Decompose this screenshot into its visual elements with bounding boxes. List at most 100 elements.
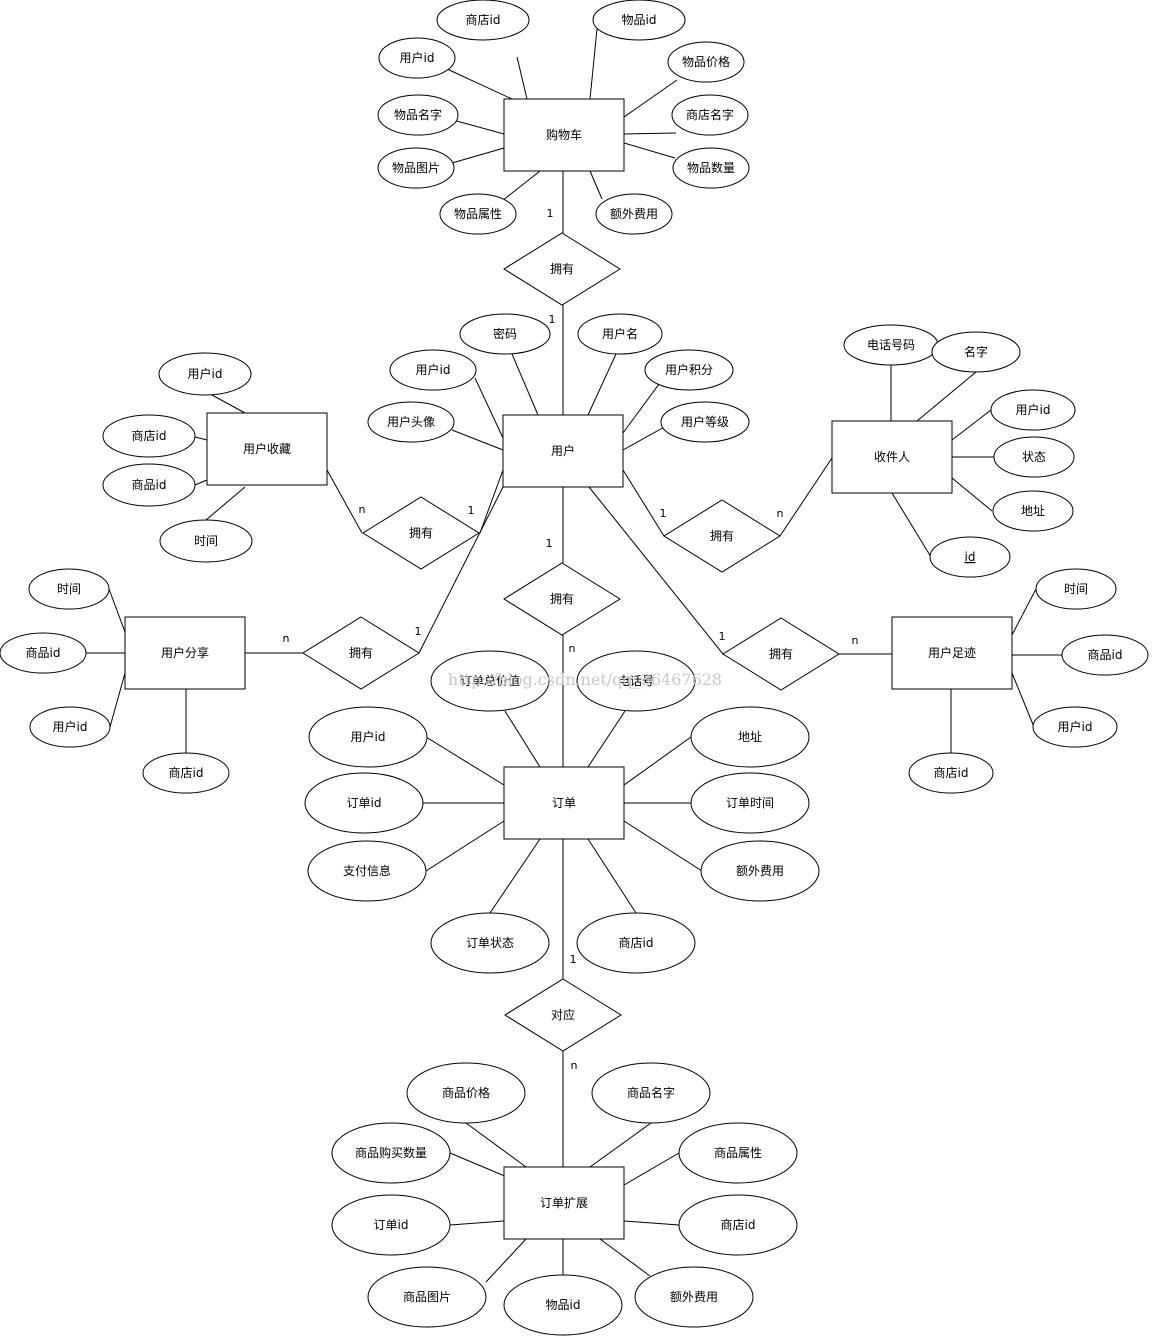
attribute-user_a1[interactable]: 密码	[459, 313, 551, 355]
attribute-foot_a4[interactable]: 商店id	[908, 752, 994, 794]
attribute-ext_a1[interactable]: 商品价格	[406, 1062, 526, 1124]
attribute-recv_a1[interactable]: 电话号码	[843, 324, 939, 366]
attribute-order_a4[interactable]: 地址	[690, 706, 810, 768]
connector-line	[587, 710, 626, 768]
entity-box	[503, 98, 625, 172]
attribute-share_a1[interactable]: 时间	[28, 568, 110, 610]
entity-cart[interactable]: 购物车	[503, 98, 625, 172]
attribute-user_a3[interactable]: 用户id	[389, 349, 477, 391]
attribute-order_a8[interactable]: 额外费用	[700, 840, 820, 902]
attribute-recv_a4[interactable]: 状态	[993, 436, 1075, 478]
attribute-fav_a2[interactable]: 商店id	[102, 414, 196, 458]
attribute-ellipse	[102, 414, 196, 458]
attribute-order_a2[interactable]: 电话号	[576, 650, 696, 712]
attribute-ext_a7[interactable]: 商品图片	[367, 1266, 487, 1328]
entity-fav[interactable]: 用户收藏	[206, 412, 328, 486]
attribute-cart_a9[interactable]: 物品属性	[439, 193, 517, 235]
connector-line	[588, 486, 724, 655]
connector-line	[623, 1220, 680, 1226]
entity-share[interactable]: 用户分享	[124, 616, 246, 690]
entity-recv[interactable]: 收件人	[831, 420, 953, 494]
attribute-label: 商品名字	[627, 1085, 675, 1100]
attribute-cart_a2[interactable]: 物品id	[592, 0, 686, 41]
attribute-label: 时间	[57, 582, 81, 596]
attribute-cart_a4[interactable]: 物品价格	[667, 41, 745, 83]
relationship-r_cart[interactable]: 拥有	[503, 232, 621, 306]
attribute-foot_a1[interactable]: 时间	[1035, 568, 1117, 610]
attribute-user_a6[interactable]: 用户等级	[660, 401, 750, 443]
attribute-ext_a5[interactable]: 订单id	[331, 1194, 451, 1256]
attribute-cart_a3[interactable]: 用户id	[378, 37, 456, 79]
attribute-cart_a5[interactable]: 物品名字	[377, 94, 459, 136]
attribute-order_a6[interactable]: 订单时间	[690, 772, 810, 834]
attribute-fav_a1[interactable]: 用户id	[158, 352, 252, 396]
attribute-label: 额外费用	[736, 864, 784, 878]
attribute-foot_a2[interactable]: 商品id	[1061, 634, 1149, 676]
relationship-r_ext[interactable]: 对应	[504, 978, 622, 1052]
attribute-user_a2[interactable]: 用户名	[577, 313, 663, 355]
attribute-ellipse	[908, 752, 994, 794]
attribute-cart_a6[interactable]: 商店名字	[671, 94, 749, 136]
connector-line	[622, 469, 665, 537]
attribute-user_a5[interactable]: 用户头像	[367, 401, 455, 443]
entity-ext[interactable]: 订单扩展	[503, 1166, 625, 1240]
attribute-recv_a2[interactable]: 名字	[931, 331, 1021, 373]
attribute-ellipse	[993, 436, 1075, 478]
relationship-r_fav[interactable]: 拥有	[362, 496, 480, 570]
attribute-ellipse	[304, 772, 424, 834]
attribute-ext_a8[interactable]: 物品id	[503, 1274, 623, 1336]
attribute-label: 用户id	[188, 366, 223, 381]
attribute-ext_a3[interactable]: 商品购买数量	[331, 1122, 451, 1184]
attribute-order_a10[interactable]: 商店id	[576, 912, 696, 974]
attribute-share_a2[interactable]: 商品id	[0, 632, 87, 674]
attribute-order_a7[interactable]: 支付信息	[307, 840, 427, 902]
relationship-r_foot[interactable]: 拥有	[722, 617, 840, 691]
cardinality-c13: 1	[570, 953, 577, 966]
attribute-order_a5[interactable]: 订单id	[304, 772, 424, 834]
attribute-ellipse	[672, 147, 750, 189]
attribute-foot_a3[interactable]: 用户id	[1032, 706, 1118, 748]
attribute-ext_a6[interactable]: 商店id	[678, 1194, 798, 1256]
attribute-cart_a10[interactable]: 额外费用	[595, 193, 673, 235]
attribute-fav_a4[interactable]: 时间	[159, 519, 253, 563]
attribute-share_a3[interactable]: 用户id	[29, 706, 111, 748]
attribute-recv_a5[interactable]: 地址	[992, 490, 1074, 532]
attribute-ext_a9[interactable]: 额外费用	[634, 1266, 754, 1328]
attribute-ellipse	[690, 706, 810, 768]
entity-order[interactable]: 订单	[503, 766, 625, 840]
attribute-cart_a1[interactable]: 商店id	[436, 0, 530, 41]
relationship-diamond	[722, 617, 840, 691]
attribute-ellipse	[159, 519, 253, 563]
attribute-share_a4[interactable]: 商店id	[142, 752, 230, 794]
attribute-cart_a8[interactable]: 物品数量	[672, 147, 750, 189]
relationship-r_order[interactable]: 拥有	[503, 562, 621, 636]
relationship-r_share[interactable]: 拥有	[302, 616, 420, 690]
attribute-ext_a2[interactable]: 商品名字	[591, 1062, 711, 1124]
entity-box	[206, 412, 328, 486]
connector-line	[779, 457, 833, 537]
entity-user[interactable]: 用户	[502, 414, 624, 488]
relationship-r_recv[interactable]: 拥有	[663, 499, 781, 573]
entity-label: 用户	[551, 443, 575, 458]
attribute-cart_a7[interactable]: 物品图片	[377, 147, 455, 189]
attribute-ext_a4[interactable]: 商品属性	[678, 1122, 798, 1184]
attribute-order_a3[interactable]: 用户id	[308, 706, 428, 768]
attribute-user_a4[interactable]: 用户积分	[644, 349, 734, 391]
connector-line	[501, 170, 541, 202]
attribute-fav_a3[interactable]: 商品id	[102, 463, 196, 507]
entity-label: 订单扩展	[540, 1196, 588, 1210]
attribute-ellipse	[1035, 568, 1117, 610]
attribute-ellipse	[929, 536, 1011, 578]
attribute-ellipse	[1032, 706, 1118, 748]
attribute-label: 订单时间	[726, 796, 774, 810]
connector-line	[451, 429, 504, 451]
relationship-diamond	[362, 496, 480, 570]
entity-foot[interactable]: 用户足迹	[891, 616, 1013, 690]
watermark: http://blog.csdn.net/qq_36467628	[448, 670, 722, 689]
attribute-label: 商品购买数量	[355, 1145, 427, 1160]
attribute-order_a9[interactable]: 订单状态	[430, 912, 550, 974]
connector-line	[599, 1238, 651, 1277]
attribute-recv_a6[interactable]: id	[929, 536, 1011, 578]
attribute-order_a1[interactable]: 订单总价值	[430, 650, 550, 712]
attribute-recv_a3[interactable]: 用户id	[990, 389, 1076, 431]
